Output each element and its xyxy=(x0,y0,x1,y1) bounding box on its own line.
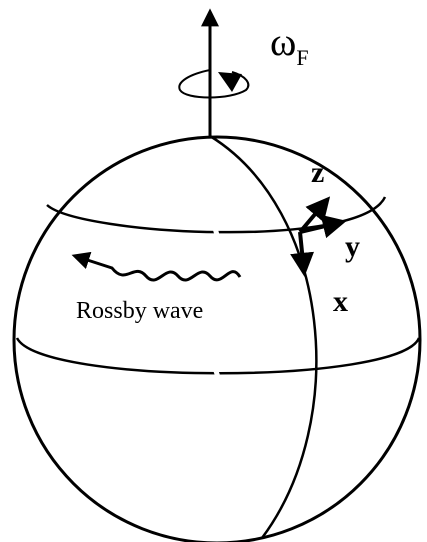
upper-latitude-circle xyxy=(47,197,385,232)
y-axis-label: y xyxy=(345,230,360,263)
upper-latitude-gap xyxy=(215,228,219,242)
equator-gap xyxy=(215,368,219,380)
x-axis-arrow xyxy=(300,232,304,272)
rossby-wave-label: Rossby wave xyxy=(76,298,203,324)
z-axis-label: z xyxy=(311,156,324,189)
meridian-line xyxy=(210,136,316,538)
rotation-direction-arrowhead xyxy=(218,72,242,92)
rossby-wave-arrow xyxy=(75,256,240,280)
equator-line xyxy=(17,338,419,373)
sphere-outline xyxy=(14,137,420,542)
rotation-label: ωF xyxy=(270,19,309,70)
x-axis-label: x xyxy=(333,285,348,318)
